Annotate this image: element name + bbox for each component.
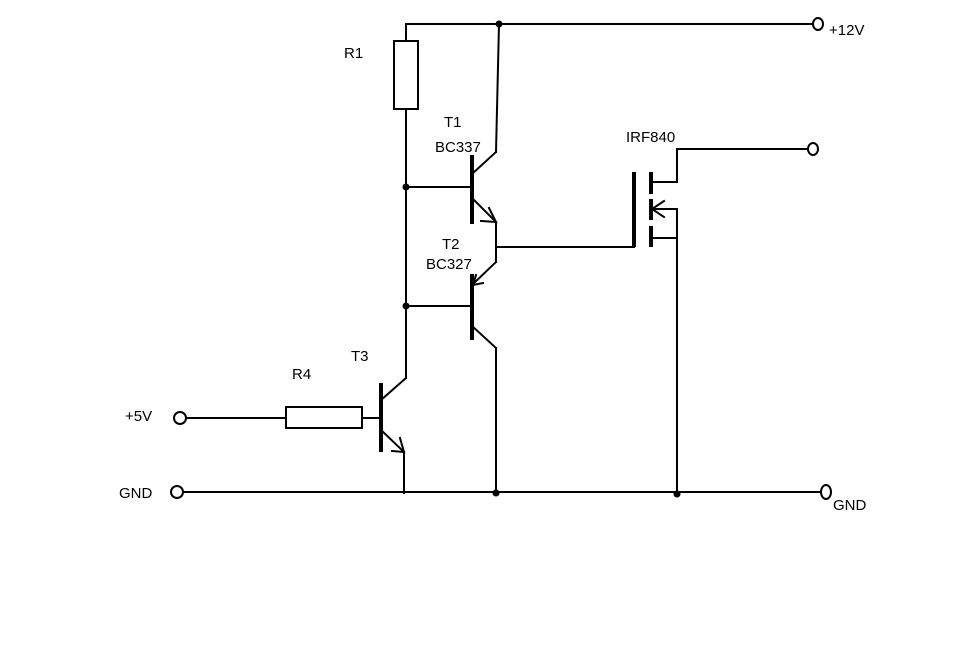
gnd-right-label: GND bbox=[833, 497, 867, 514]
gnd-left-label: GND bbox=[119, 485, 153, 502]
mosfet-part-label: IRF840 bbox=[626, 129, 675, 146]
supply-terminal bbox=[812, 17, 824, 31]
t1-name-label: T1 bbox=[444, 114, 462, 131]
junction-dot bbox=[673, 490, 681, 498]
r1-label: R1 bbox=[344, 45, 363, 62]
junction-dot bbox=[492, 489, 500, 497]
t2-part-label: BC327 bbox=[426, 256, 472, 273]
transistor-t2 bbox=[405, 221, 635, 494]
t2-name-label: T2 bbox=[442, 236, 460, 253]
r4-label: R4 bbox=[292, 366, 311, 383]
input-label: +5V bbox=[125, 408, 152, 425]
resistor-r4 bbox=[185, 406, 363, 429]
drain-terminal bbox=[807, 142, 819, 156]
t1-part-label: BC337 bbox=[435, 139, 481, 156]
ground-rail bbox=[170, 484, 832, 500]
resistor-r1 bbox=[393, 23, 419, 310]
input-terminal bbox=[173, 411, 187, 425]
t3-name-label: T3 bbox=[351, 348, 369, 365]
mosfet-irf840 bbox=[632, 142, 819, 494]
supply-label: +12V bbox=[829, 22, 864, 39]
transistor-t3 bbox=[361, 307, 408, 494]
supply-rail bbox=[405, 17, 824, 31]
